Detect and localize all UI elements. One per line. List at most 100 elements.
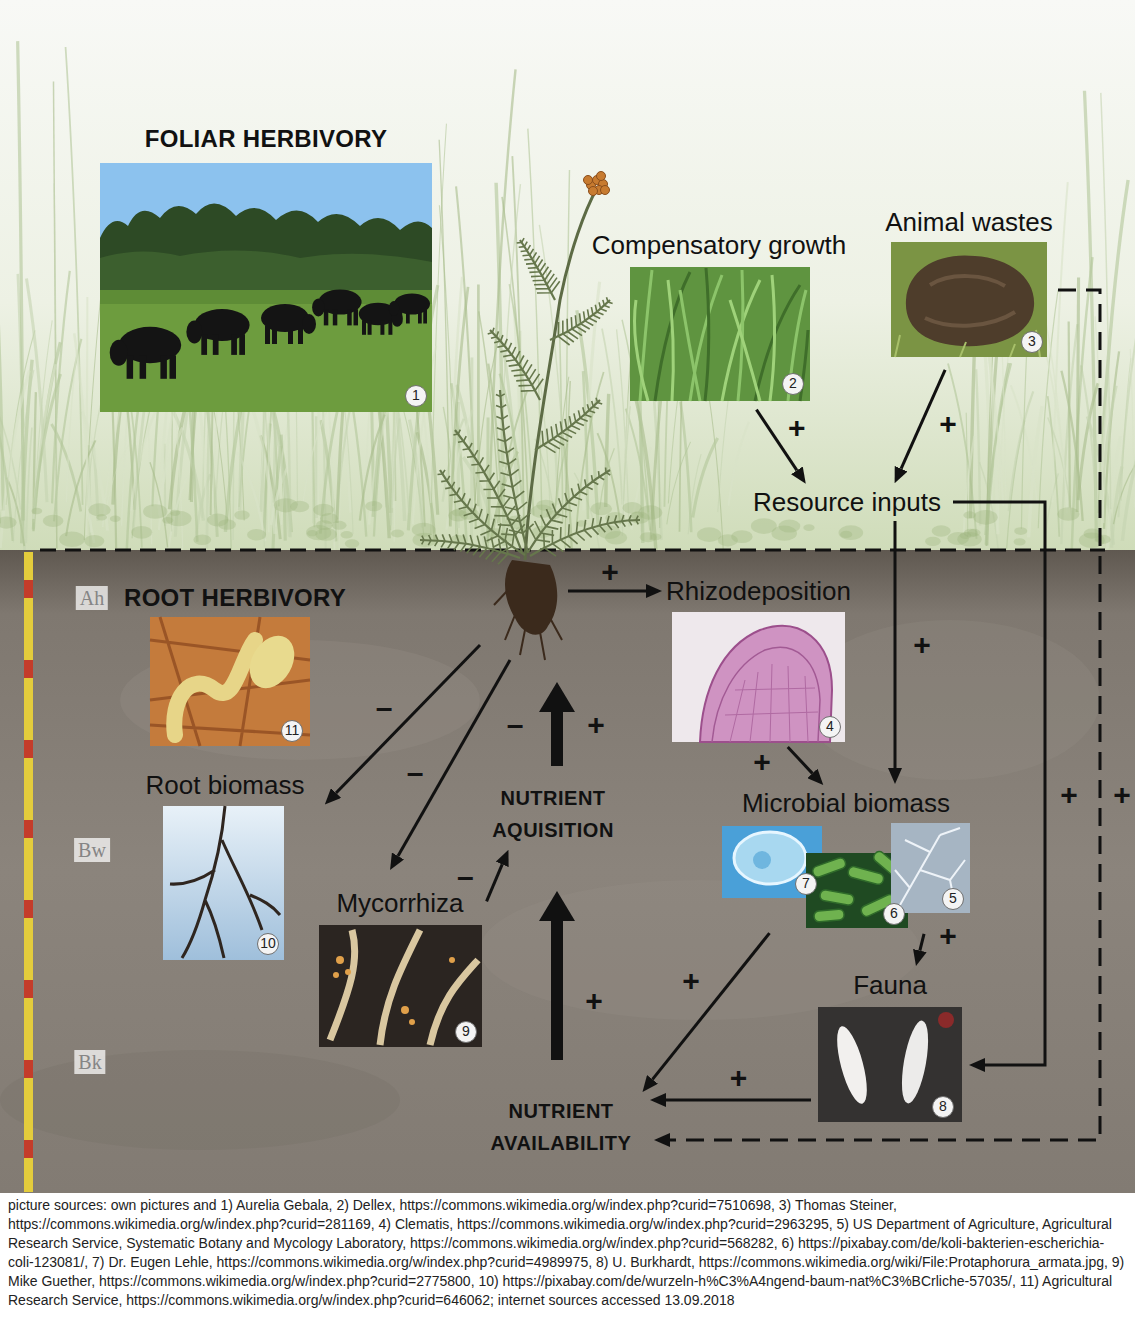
arrow-connector <box>666 1099 811 1102</box>
grass <box>31 508 42 515</box>
photo-roots <box>163 806 284 960</box>
photo-mycorrhiza <box>330 930 478 1045</box>
photo-cattle <box>231 334 237 355</box>
photo-springtail <box>818 1007 962 1122</box>
grass <box>680 378 682 532</box>
concept-label: Compensatory growth <box>585 230 853 403</box>
photo-grass <box>635 268 809 401</box>
photo-cattle <box>110 340 128 366</box>
grass <box>565 381 570 549</box>
arrow-connector <box>894 521 897 768</box>
grass <box>590 502 612 515</box>
grass <box>1057 507 1079 520</box>
photo-bacteria <box>819 889 854 906</box>
arrow-connector <box>652 933 769 1079</box>
section-heading: ROOT HERBIVORY <box>110 583 360 748</box>
photo-bacteria <box>847 866 885 886</box>
photo-root-tip <box>712 647 820 742</box>
photo-grass <box>630 267 810 401</box>
photo-cattle <box>272 326 277 344</box>
photo-cattle <box>298 326 303 344</box>
photo-nematode <box>150 617 310 746</box>
grass <box>303 411 327 501</box>
photo-root-tip <box>672 612 845 742</box>
photo-cattle <box>312 289 362 325</box>
edge-sign: + <box>939 409 957 439</box>
callout-number: 9 <box>455 1021 477 1043</box>
grass <box>839 525 864 540</box>
callout-number: 3 <box>1021 331 1043 353</box>
grass <box>18 41 24 520</box>
plant-arrow <box>336 591 646 856</box>
edge-sign: + <box>753 747 771 777</box>
photo-mycorrhiza <box>333 972 339 978</box>
label-anchor: + <box>587 710 605 740</box>
photo-springtail <box>831 1024 873 1107</box>
photo-mycorrhiza <box>319 925 482 1047</box>
photo-cattle <box>399 310 403 324</box>
node-label: ROOT HERBIVORY <box>110 583 360 613</box>
grass <box>1014 527 1027 535</box>
caption-ground <box>0 1193 1135 1331</box>
measuring-rule <box>24 552 33 1192</box>
photo-bacteria <box>811 856 847 878</box>
grass <box>488 69 515 543</box>
label-anchor: 8 <box>932 1096 954 1118</box>
plant <box>422 534 508 564</box>
callout-number: 10 <box>257 933 279 955</box>
label-anchor: + <box>1113 780 1131 810</box>
plant <box>520 240 555 300</box>
grass <box>345 539 359 548</box>
grass <box>1072 257 1093 551</box>
plant-arrow <box>551 712 563 766</box>
caption-anchor: picture sources: own pictures and 1) Aur… <box>8 1196 1127 1310</box>
node-label: Compensatory growth <box>585 230 853 260</box>
label-anchor: 4 <box>819 716 841 738</box>
edge-sign: + <box>1060 780 1078 810</box>
photo-grass <box>635 300 649 401</box>
label-anchor: + <box>913 630 931 660</box>
arrow-connector <box>920 934 924 951</box>
surface-line <box>40 549 1105 552</box>
photo-cattle <box>100 290 432 304</box>
plant <box>535 400 600 450</box>
photo-cattle <box>288 326 293 344</box>
grass <box>234 510 250 519</box>
node-label: NUTRIENT AVAILABILITY <box>476 1095 646 1159</box>
label-anchor: 11 <box>281 720 303 742</box>
photo-springtail <box>897 1019 933 1106</box>
node-label: Root biomass <box>140 770 310 800</box>
photo-cattle <box>186 320 202 343</box>
node-label: Resource inputs <box>745 487 949 517</box>
node-label: Microbial biomass <box>720 788 972 818</box>
key-process: NUTRIENT AQUISITION <box>468 782 638 846</box>
plant <box>544 515 639 556</box>
grass <box>963 436 974 536</box>
photo-nematode <box>174 640 255 735</box>
photo-roots <box>170 806 280 958</box>
grass <box>803 524 814 531</box>
photo-root-tip <box>672 612 845 742</box>
grass <box>693 438 718 518</box>
photo-root-tip <box>725 664 818 742</box>
grass <box>0 307 1 509</box>
photo-grass <box>668 280 673 401</box>
photo-cattle <box>127 355 134 378</box>
photo-dung <box>891 242 1047 357</box>
photo-mycorrhiza <box>336 956 344 964</box>
photo-mycorrhiza <box>333 956 455 1025</box>
photo-dung <box>895 330 1040 357</box>
photo-root-tip <box>700 626 832 742</box>
photo-cattle <box>324 309 329 325</box>
grass <box>84 535 104 547</box>
photo-springtail <box>938 1012 954 1028</box>
photo-cattle <box>362 320 366 334</box>
grass <box>960 532 972 539</box>
label-anchor: 9 <box>455 1021 477 1043</box>
measuring-rule <box>24 580 33 598</box>
grass <box>401 400 424 536</box>
label-anchor: + <box>939 409 957 439</box>
label-anchor: – <box>407 758 424 788</box>
label-anchor: + <box>1060 780 1078 810</box>
grass <box>110 516 121 522</box>
